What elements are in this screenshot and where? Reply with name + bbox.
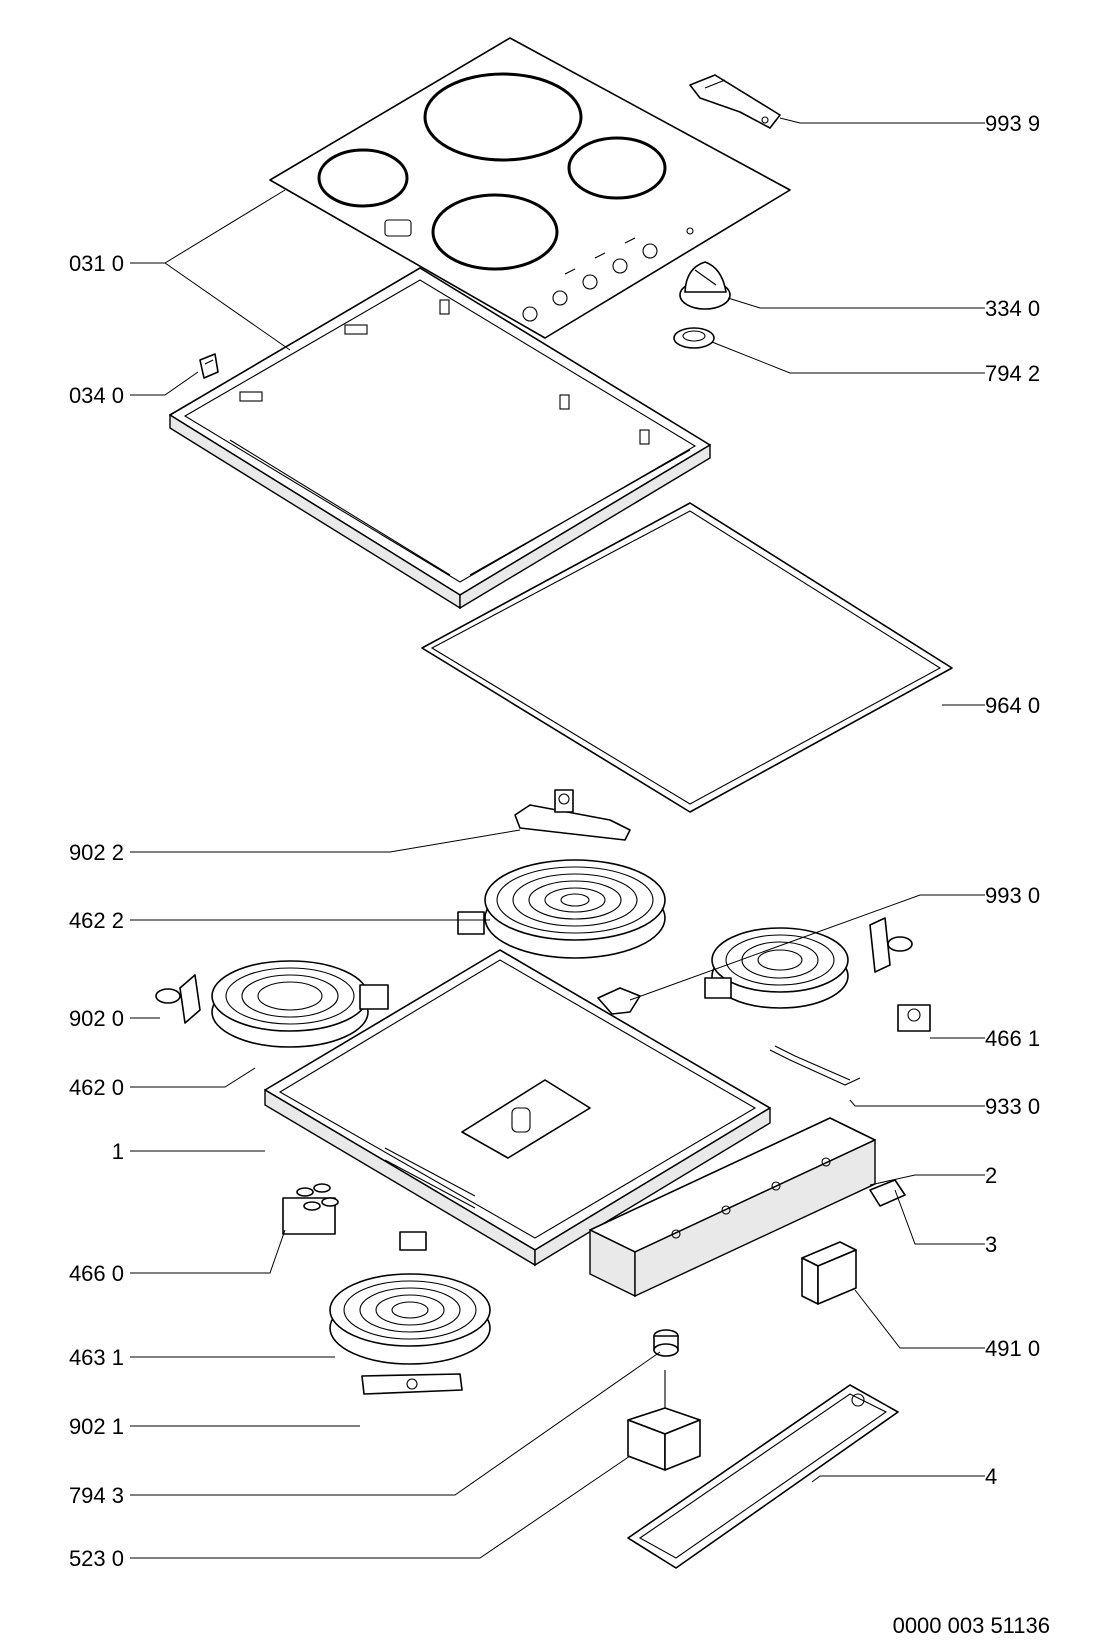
bottom-cover-plate: [627, 1384, 899, 1569]
label-993-0: 993 0: [985, 883, 1040, 908]
radiant-heater-bottom: [329, 1231, 491, 1365]
leader-lines: [130, 117, 985, 1559]
label-2: 2: [985, 1163, 997, 1188]
label-463-1: 463 1: [69, 1345, 124, 1370]
label-491-0: 491 0: [985, 1336, 1040, 1361]
control-knob-part: [679, 261, 731, 310]
label-964-0: 964 0: [985, 693, 1040, 718]
bottom-tray: [264, 949, 771, 1267]
radiant-heater-left: [211, 960, 389, 1048]
heater-clip-part: [597, 987, 641, 1015]
label-462-0: 462 0: [69, 1075, 124, 1100]
label-902-0: 902 0: [69, 1006, 124, 1031]
terminal-block-large: [282, 1183, 339, 1235]
label-034-0: 034 0: [69, 383, 124, 408]
label-1: 1: [112, 1139, 124, 1164]
label-794-3: 794 3: [69, 1483, 124, 1508]
heater-bracket-bottom: [361, 1373, 463, 1395]
radiant-heater-large: [457, 859, 666, 959]
knob-cap-part: [653, 1329, 679, 1357]
terminal-block-small: [897, 1004, 931, 1032]
label-523-0: 523 0: [69, 1546, 124, 1571]
label-902-1: 902 1: [69, 1414, 124, 1439]
knob-ring-part: [673, 327, 715, 349]
label-4: 4: [985, 1464, 997, 1489]
part-labels: 993 9 031 0 334 0 794 2 034 0 964 0 902 …: [69, 111, 1040, 1571]
heater-bracket-left: [155, 974, 201, 1024]
label-462-2: 462 2: [69, 908, 124, 933]
label-031-0: 031 0: [69, 251, 124, 276]
heater-bracket-top: [514, 789, 631, 841]
label-993-9: 993 9: [985, 111, 1040, 136]
label-933-0: 933 0: [985, 1094, 1040, 1119]
label-3: 3: [985, 1232, 997, 1257]
cooktop-frame: [169, 267, 711, 610]
label-902-2: 902 2: [69, 840, 124, 865]
document-number: 0000 003 51136: [893, 1613, 1050, 1638]
small-connector-part: [869, 1179, 906, 1207]
thermal-limiter-part: [769, 1045, 861, 1086]
energy-regulator-part: [627, 1370, 701, 1471]
gasket-seal-part: [421, 502, 953, 813]
label-466-1: 466 1: [985, 1026, 1040, 1051]
radiant-heater-right: [704, 917, 913, 1009]
label-794-2: 794 2: [985, 361, 1040, 386]
frame-clip-part: [199, 353, 219, 379]
label-466-0: 466 0: [69, 1261, 124, 1286]
relay-module-part: [801, 1241, 857, 1305]
ceramic-cooktop-glass: [269, 37, 791, 339]
mounting-clip-part: [689, 74, 781, 129]
label-334-0: 334 0: [985, 296, 1040, 321]
